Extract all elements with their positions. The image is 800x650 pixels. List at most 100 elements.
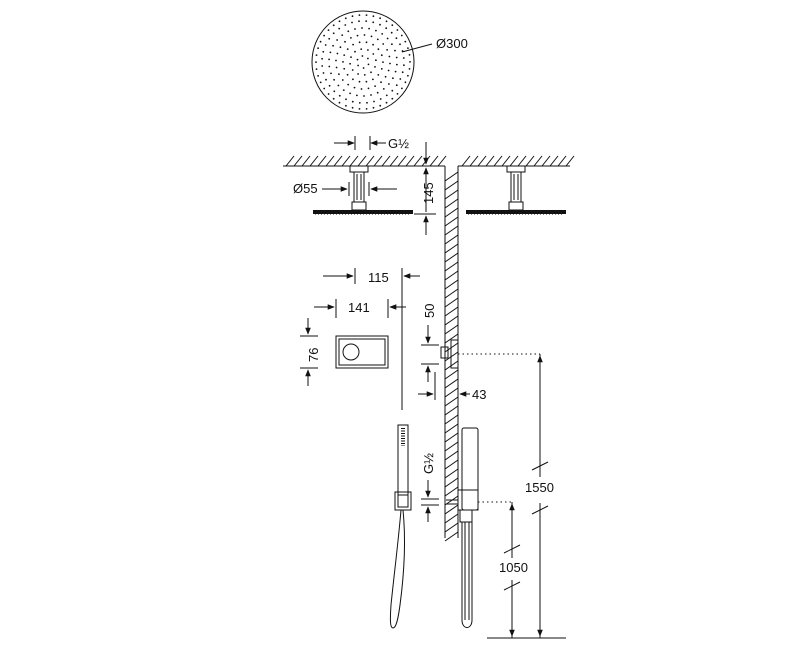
hatch-line <box>444 279 459 290</box>
ceiling-hatching <box>285 155 575 167</box>
height-76-dimension: 76 <box>300 318 321 386</box>
nozzle-dot <box>339 46 342 49</box>
hatch-line <box>349 155 359 167</box>
nozzle-dot <box>367 63 370 66</box>
nozzle-dot <box>337 84 340 87</box>
nozzle-dot <box>343 54 346 56</box>
wall-hatching <box>444 171 459 542</box>
nozzle-dot <box>407 47 409 49</box>
thread-top-label: G½ <box>388 136 409 151</box>
nozzle-dot <box>347 83 350 86</box>
nozzle-dot <box>338 94 341 97</box>
hatch-line <box>444 414 459 425</box>
nozzle-dot <box>377 74 380 76</box>
hatch-line <box>444 333 459 344</box>
arm-length-dimension: 145 <box>414 167 436 235</box>
hatch-line <box>444 252 459 263</box>
nozzle-dot <box>356 94 358 97</box>
nozzle-dot <box>338 27 341 30</box>
hatch-line <box>301 155 311 167</box>
nozzle-dot <box>375 59 377 62</box>
nozzle-dot <box>385 20 388 23</box>
hatch-line <box>444 378 459 389</box>
hatch-line <box>549 155 559 167</box>
hatch-line <box>437 155 447 167</box>
nozzle-dot <box>373 100 375 103</box>
protrusion-43-label: 43 <box>472 387 486 402</box>
nozzle-dot <box>329 51 332 54</box>
nozzle-dot <box>322 72 325 74</box>
nozzle-dot <box>319 81 322 84</box>
nozzle-dot <box>354 50 356 53</box>
arm-diameter-label: Ø55 <box>293 181 318 196</box>
head-diameter-label: Ø300 <box>436 36 468 51</box>
nozzle-dot <box>358 80 361 83</box>
hatch-line <box>509 155 519 167</box>
hatch-line <box>405 155 415 167</box>
hatch-line <box>333 155 343 167</box>
nozzle-dot <box>392 77 394 80</box>
height-1550-dimension: 1550 <box>525 354 554 638</box>
hatch-line <box>501 155 511 167</box>
nozzle-dot <box>367 87 370 90</box>
nozzle-dot <box>321 57 323 60</box>
nozzle-dot <box>380 81 382 84</box>
hatch-line <box>397 155 407 167</box>
nozzle-dot <box>336 39 338 41</box>
nozzle-dot <box>317 75 319 77</box>
hatch-line <box>493 155 503 167</box>
nozzle-dot <box>379 23 381 26</box>
nozzle-dot <box>360 88 363 90</box>
hatch-line <box>444 369 459 380</box>
nozzle-dot <box>327 29 330 31</box>
hatch-line <box>381 155 391 167</box>
arm-diameter-dimension: Ø55 <box>293 181 397 196</box>
shower-head-nozzles <box>315 14 411 110</box>
nozzle-dot <box>344 24 347 26</box>
nozzle-dot <box>399 43 401 46</box>
nozzle-dot <box>381 33 384 35</box>
hand-shower-front-view <box>389 424 412 629</box>
nozzle-dot <box>409 61 411 63</box>
nozzle-dot <box>382 88 385 90</box>
nozzle-dot <box>322 50 325 53</box>
nozzle-dot <box>403 64 405 67</box>
nozzle-dot <box>388 83 390 85</box>
nozzle-dot <box>341 34 344 36</box>
nozzle-dot <box>315 68 318 70</box>
hatch-line <box>517 155 527 167</box>
nozzle-dot <box>336 52 339 55</box>
nozzle-dot <box>345 104 347 107</box>
nozzle-dot <box>351 15 354 18</box>
nozzle-dot <box>352 78 354 81</box>
nozzle-dot <box>366 101 368 104</box>
nozzle-dot <box>351 100 354 103</box>
nozzle-dot <box>374 85 376 87</box>
hatch-line <box>444 207 459 218</box>
nozzle-dot <box>367 49 369 51</box>
nozzle-dot <box>328 37 331 40</box>
height-1550-label: 1550 <box>525 480 554 495</box>
nozzle-dot <box>376 38 379 41</box>
nozzle-dot <box>379 17 381 20</box>
nozzle-dot <box>349 92 351 95</box>
nozzle-dot <box>389 62 391 65</box>
hatch-line <box>461 155 471 167</box>
nozzle-dot <box>328 84 331 87</box>
hatch-line <box>444 513 459 524</box>
nozzle-dot <box>386 49 388 51</box>
nozzle-dot <box>375 29 377 32</box>
control-plate-front-view <box>335 335 389 369</box>
nozzle-dot <box>400 34 403 37</box>
nozzle-dot <box>335 59 337 62</box>
nozzle-dot <box>368 27 370 30</box>
hatch-line <box>413 155 423 167</box>
nozzle-dot <box>344 40 346 43</box>
shower-arm-left <box>313 165 413 215</box>
hatch-line <box>444 405 459 416</box>
nozzle-dot <box>338 20 341 23</box>
nozzle-dot <box>328 65 331 68</box>
nozzle-dot <box>391 43 393 46</box>
nozzle-dot <box>386 37 389 40</box>
nozzle-dot <box>372 106 375 109</box>
